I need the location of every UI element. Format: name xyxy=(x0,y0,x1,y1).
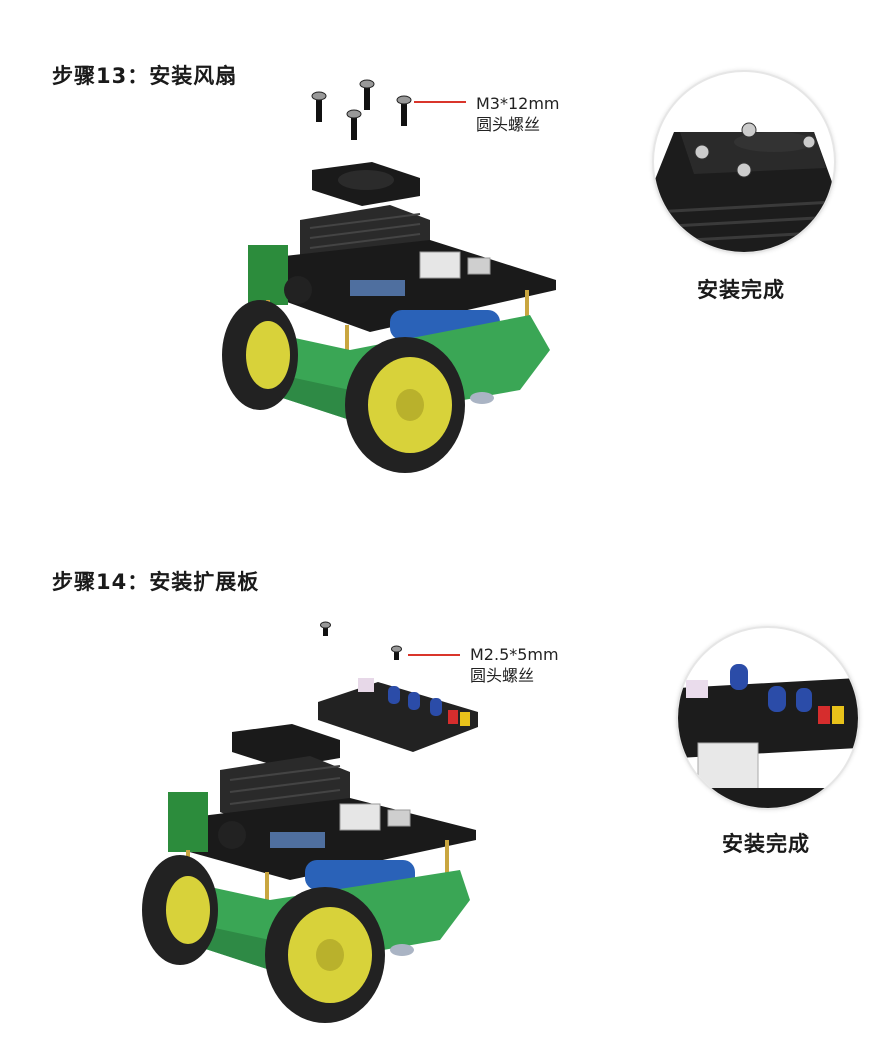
screw-icon xyxy=(346,109,362,140)
step14-screw-type: 圆头螺丝 xyxy=(470,666,535,685)
step14-robot-illustration xyxy=(142,724,476,1023)
screw-icon xyxy=(396,95,412,126)
screw-icon xyxy=(359,79,375,110)
step13-screw-label: M3*12mm 圆头螺丝 xyxy=(476,93,560,135)
step13-done-label: 安装完成 xyxy=(697,278,785,302)
step14-done-label: 安装完成 xyxy=(722,832,810,856)
step13-detail-zoom xyxy=(652,70,836,254)
step13-robot-illustration xyxy=(222,162,556,473)
expansion-board-illustration xyxy=(318,678,478,752)
step13-screw-spec: M3*12mm xyxy=(476,94,560,113)
step14-screw-spec: M2.5*5mm xyxy=(470,645,559,664)
step13-screws xyxy=(311,79,412,140)
screw-icon xyxy=(320,621,331,636)
step14-screws xyxy=(320,621,402,660)
step13-screw-type: 圆头螺丝 xyxy=(476,115,541,134)
step14-title: 步骤14：安装扩展板 xyxy=(52,570,260,594)
fan-closeup-illustration xyxy=(654,122,834,252)
board-closeup-illustration xyxy=(678,664,858,808)
step13-leader-line xyxy=(414,101,466,103)
screw-icon xyxy=(391,645,402,660)
step14-screw-label: M2.5*5mm 圆头螺丝 xyxy=(470,644,559,686)
step14-leader-line xyxy=(408,654,460,656)
step14-detail-zoom xyxy=(676,626,860,810)
step13-title: 步骤13：安装风扇 xyxy=(52,64,238,88)
screw-icon xyxy=(311,91,327,122)
